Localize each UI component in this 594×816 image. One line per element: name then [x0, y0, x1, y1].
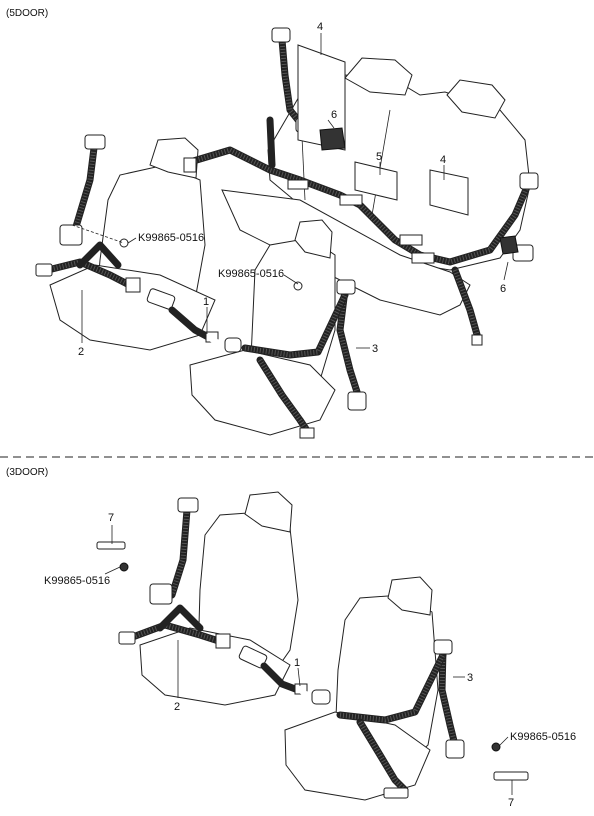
callout-1-top: 1: [203, 296, 209, 308]
callout-3-bottom: 3: [467, 672, 473, 684]
front-left-belt: [35, 134, 141, 293]
section-title-3door: (3DOOR): [6, 467, 48, 478]
front-right-belt-3door: [336, 639, 465, 799]
callout-7-left: 7: [108, 512, 114, 524]
bracket-cover-6-lower: [499, 235, 519, 255]
front-left-anchor: [84, 134, 106, 150]
front-seat-left: [49, 137, 216, 351]
rear-buckle-c: [411, 252, 435, 264]
callout-2-top: 2: [78, 346, 84, 358]
center-buckle-1: [146, 288, 242, 353]
front-seat-right-3door: [284, 576, 439, 801]
trim-covers: [297, 44, 519, 255]
callout-6-upper: 6: [331, 109, 337, 121]
part-7-right: [491, 742, 529, 781]
front-left-tongue: [125, 277, 141, 293]
callout-1-bottom: 1: [294, 657, 300, 669]
front-left-retractor: [59, 224, 83, 246]
bracket-cover-6-upper: [319, 127, 346, 151]
rear-floor-bolt: [471, 334, 483, 346]
center-buckle-1-3door: [238, 645, 331, 705]
bolt-label-center-top: K99865-0516: [218, 268, 284, 280]
cover-5: [354, 161, 398, 201]
rear-left-anchor: [271, 27, 291, 43]
callout-4-upper: 4: [317, 21, 323, 33]
top-leader-lines: [71, 33, 509, 349]
rear-buckle-d: [339, 194, 363, 206]
bottom-leader-lines: [104, 525, 513, 795]
bolt-label-right-bottom: K99865-0516: [510, 731, 576, 743]
cover-4-right: [429, 169, 469, 216]
callout-2-bottom: 2: [174, 701, 180, 713]
rear-right-anchor: [519, 172, 539, 190]
front-left-floor-plate: [35, 263, 53, 277]
rear-belt-assembly: [183, 27, 539, 346]
part-7-left: [96, 541, 129, 572]
bolt-label-left-bottom: K99865-0516: [44, 575, 110, 587]
rear-end-plate: [183, 157, 197, 173]
rear-buckle-a: [287, 179, 309, 190]
section-title-5door: (5DOOR): [6, 8, 48, 19]
callout-7-right: 7: [508, 797, 514, 809]
front-center-belt: [241, 279, 367, 439]
rear-buckle-b: [399, 234, 423, 246]
callout-5: 5: [376, 151, 382, 163]
callout-4-right: 4: [440, 154, 446, 166]
callout-3-top: 3: [372, 343, 378, 355]
front-seat-center: [189, 219, 336, 436]
bolt-label-left-top: K99865-0516: [138, 232, 204, 244]
front-left-belt-3door: [118, 497, 231, 649]
cover-4-left: [297, 44, 346, 151]
callout-6-lower: 6: [500, 283, 506, 295]
